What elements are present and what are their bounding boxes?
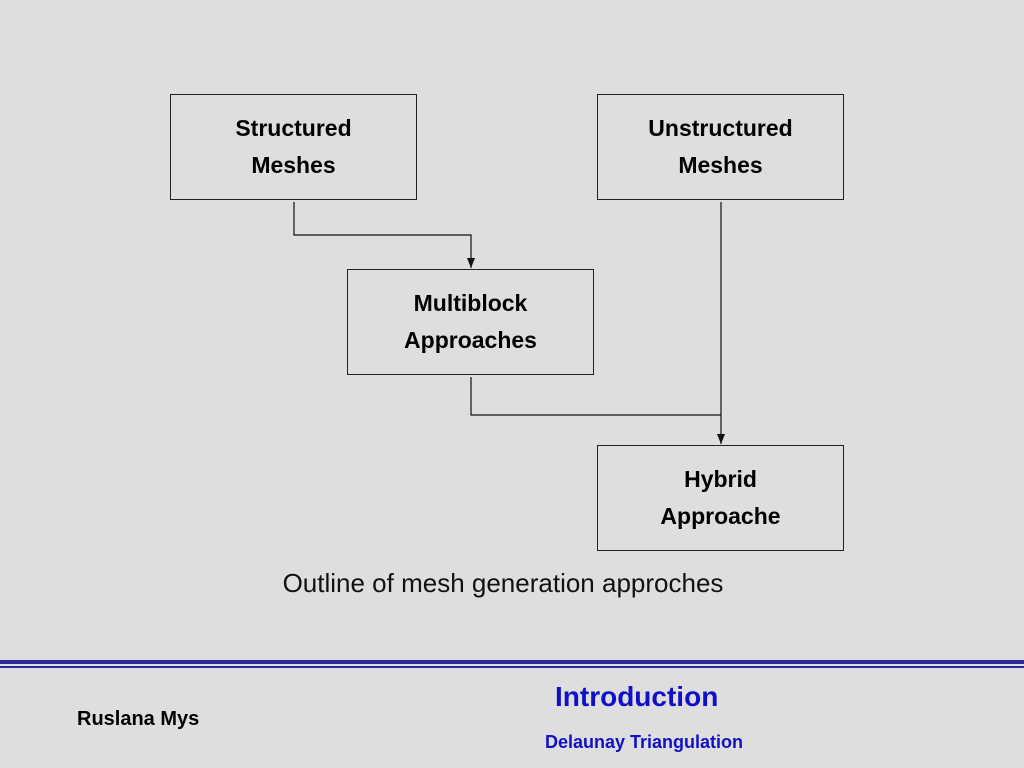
- author-name: Ruslana Mys: [77, 708, 200, 730]
- node-label-line: Approache: [660, 503, 781, 529]
- presentation-subtitle: Delaunay Triangulation: [545, 732, 744, 752]
- node-label-line: Approaches: [404, 327, 537, 353]
- footer-divider-thick: [0, 660, 1024, 664]
- arrow-structured-to-multiblock: [293, 202, 475, 268]
- node-label-line: Unstructured: [648, 115, 793, 141]
- node-label-line: Meshes: [251, 152, 336, 178]
- line-multiblock-to-hybrid: [470, 377, 721, 416]
- node-multiblock-approaches: Multiblock Approaches: [347, 269, 594, 375]
- node-label-line: Multiblock: [413, 290, 528, 316]
- diagram-caption: Outline of mesh generation approches: [282, 568, 724, 598]
- node-unstructured-meshes: Unstructured Meshes: [597, 94, 844, 200]
- section-title: Introduction: [555, 681, 719, 712]
- node-structured-meshes: Structured Meshes: [170, 94, 417, 200]
- node-label-line: Hybrid: [684, 466, 757, 492]
- node-label-line: Structured: [235, 115, 352, 141]
- node-hybrid-approache: Hybrid Approache: [597, 445, 844, 551]
- footer-divider-thin: [0, 666, 1024, 668]
- node-label-line: Meshes: [678, 152, 763, 178]
